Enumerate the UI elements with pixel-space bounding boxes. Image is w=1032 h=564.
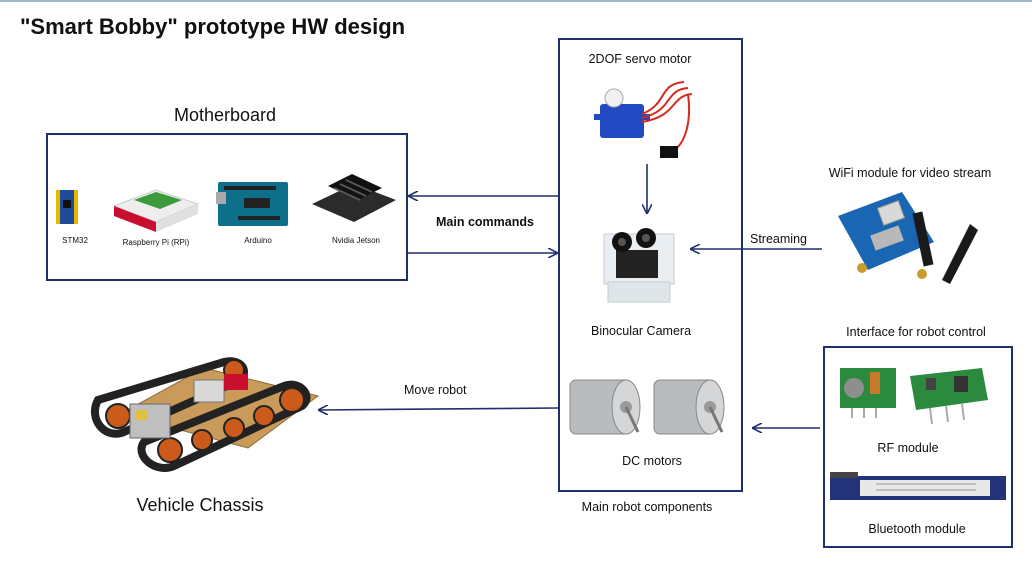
rf-module-image [840,368,988,425]
main-commands-label: Main commands [436,215,534,229]
board-label-stm32: STM32 [62,236,88,245]
bluetooth-module-image [830,472,1006,500]
wifi-module-image [838,192,978,284]
control-label: Interface for robot control [846,325,986,339]
chassis-label: Vehicle Chassis [136,495,264,515]
main-components-caption: Main robot components [581,500,713,514]
servo-label: 2DOF servo motor [588,52,692,66]
move-robot-label: Move robot [404,383,467,397]
vehicle-chassis-image [90,357,320,472]
board-label-raspberry-pi: Raspberry Pi (RPi) [122,238,190,247]
dc-motors-image [569,379,725,435]
control-box [823,346,1013,548]
rf-label: RF module [877,441,939,455]
motherboard-box [46,133,408,281]
page-title: "Smart Bobby" prototype HW design [20,14,406,39]
board-label-arduino: Arduino [244,236,272,245]
arduino-image [216,182,288,226]
nvidia-jetson-image [312,174,396,222]
board-label-nvidia-jetson: Nvidia Jetson [331,236,381,245]
streaming-label: Streaming [750,232,807,246]
raspberry-pi-image [112,189,200,232]
camera-label: Binocular Camera [590,324,692,338]
dc-motors-label: DC motors [622,454,682,468]
main-components-box [558,38,743,492]
motherboard-heading: Motherboard [173,105,277,125]
binocular-camera-image [603,228,675,303]
stm32-board-image [56,190,78,224]
top-rule [0,0,1032,2]
servo-motor-image [594,81,693,158]
wifi-label: WiFi module for video stream [828,166,992,180]
arrow-motors-to-chassis [320,408,559,410]
bluetooth-label: Bluetooth module [868,522,966,536]
